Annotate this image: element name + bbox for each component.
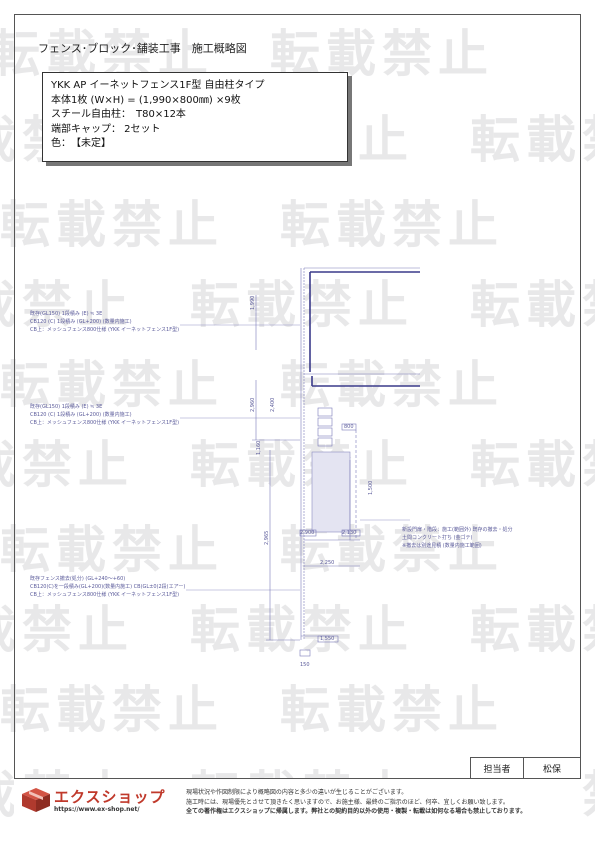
staff-label: 担当者 [471,758,524,778]
label-box [341,423,357,431]
disclaimer-line-1: 現場状況や作図制限により概略図の内容と多少の違いが生じることがございます。 [186,789,408,796]
lower-note-2: CB120(C)を一段積み(GL+200)(数量内施工) CB(GL±0)2段(… [30,584,186,590]
step [317,437,333,447]
label-box [341,529,361,537]
dimension-label: 1,990 [250,295,256,310]
staff-table: 担当者 松保 [470,757,581,778]
right-note-3: ※撤去は別途見積 (数量内施工範囲) [402,543,482,549]
document-title: フェンス･ブロック･舗装工事 施工概略図 [38,42,247,55]
logo-text: エクスショップ [54,788,166,806]
mid-note-3: CB上：メッシュフェンス800仕様 (YKK イーネットフェンス1F型) [30,420,180,426]
dimension-label: 800 [344,424,354,430]
upper-note-3: CB上：メッシュフェンス800仕様 (YKK イーネットフェンス1F型) [30,327,180,333]
disclaimer-line-3: 全ての著作権はエクスショップに帰属します。弊社との契約目的以外の使用・複製・転載… [186,808,527,815]
step [317,407,333,417]
spec-panel-size: 本体1枚 (W×H) = (1,990×800㎜) ×9枚 [51,94,241,106]
upper-note-2: CB120 (C) 1段積み (GL+200) (数量内施工) [30,319,132,325]
right-note-2: 土間コンクリート打ち (金ゴテ) [402,535,473,541]
box-logo-icon [22,788,50,812]
dimension-label: 2,250 [320,560,335,566]
dimension-label: 1,500 [368,480,374,495]
spec-end-cap: 端部キャップ： 2セット [51,123,161,135]
spec-color: 色： 【未定】 [51,138,111,149]
upper-note-1: 既存(GL150) 1段積み (E) ≒ 3E [30,311,103,317]
right-note-1: 新設門扉・階段：施工(範囲外) 既存の撤去・処分 [402,527,513,533]
parking-area [311,451,351,533]
lower-note-1: 既存フェンス撤去(処分) (GL+240〜+60) [30,576,126,582]
lower-note-3: CB上：メッシュフェンス800仕様 (YKK イーネットフェンス1F型) [30,592,180,598]
label-box [299,529,317,537]
dimension-label: 2,400 [270,397,276,412]
staff-name: 松保 [542,764,561,775]
dimension-label: 2,960 [250,397,256,412]
label-box [317,635,339,643]
footer [14,778,581,829]
disclaimer-line-2: 施工時には、現場優先とさせて頂きたく思いますので、お施主様、最終のご指示のほど、… [186,798,509,806]
step [317,427,333,437]
dimension-label: 150 [300,662,310,668]
label-box [299,649,311,657]
mid-note-2: CB120 (C) 1段積み (GL+200) (数量内施工) [30,412,132,418]
company-logo: エクスショップ https://www.ex-shop.net/ [20,786,165,818]
mid-note-1: 既存(GL150) 1段積み (E) ≒ 3E [30,404,103,410]
dimension-label: 2,130 [342,530,357,536]
spec-product: YKK AP イーネットフェンス1F型 自由柱タイプ [51,80,265,91]
spec-box: YKK AP イーネットフェンス1F型 自由柱タイプ 本体1枚 (W×H) = … [42,72,348,162]
dimension-label: 2,965 [264,530,270,545]
disclaimer: 現場状況や作図制限により概略図の内容と多少の違いが生じることがございます。 施工… [186,788,526,817]
dimension-label: 1,160 [256,440,262,455]
logo-url: https://www.ex-shop.net/ [54,806,140,813]
dimension-label: 2,900 [300,530,315,536]
step [317,417,333,427]
dimension-label: 1,550 [320,636,335,642]
spec-post: スチール自由柱： T80×12本 [51,109,186,120]
